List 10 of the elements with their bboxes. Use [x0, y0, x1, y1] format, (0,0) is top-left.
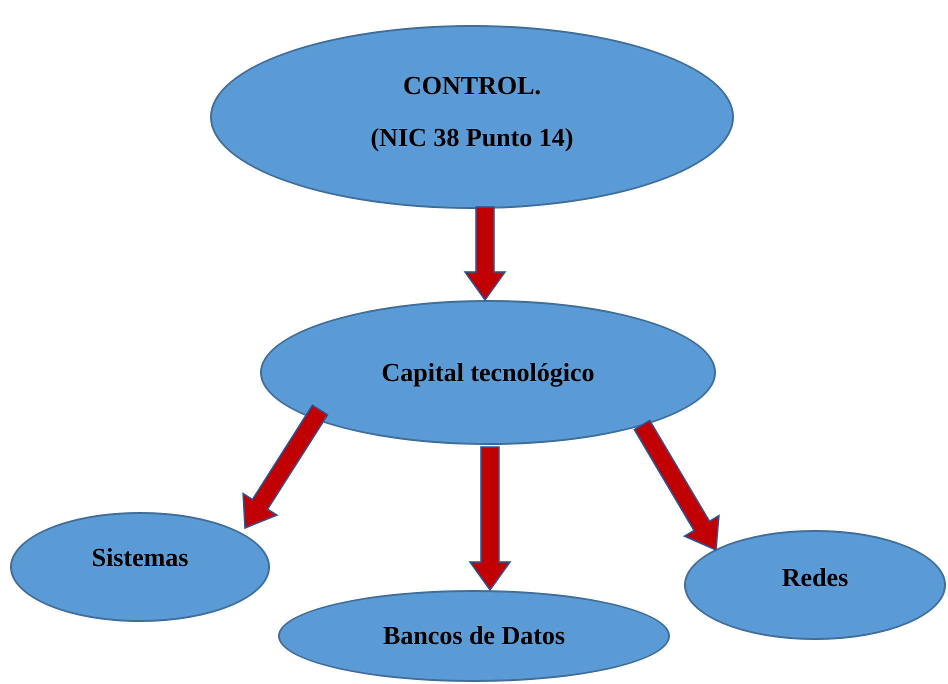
block-arrow: [468, 446, 512, 592]
block-arrow: [464, 206, 506, 302]
node-text: Capital tecnológico: [381, 358, 595, 388]
node-text: Sistemas: [92, 543, 188, 573]
block-arrow: [633, 419, 720, 552]
node-text: (NIC 38 Punto 14): [370, 123, 574, 153]
node-text: Redes: [782, 562, 848, 592]
node-text: CONTROL.: [403, 71, 541, 101]
node-text: Bancos de Datos: [382, 621, 565, 651]
block-arrow: [242, 404, 329, 530]
